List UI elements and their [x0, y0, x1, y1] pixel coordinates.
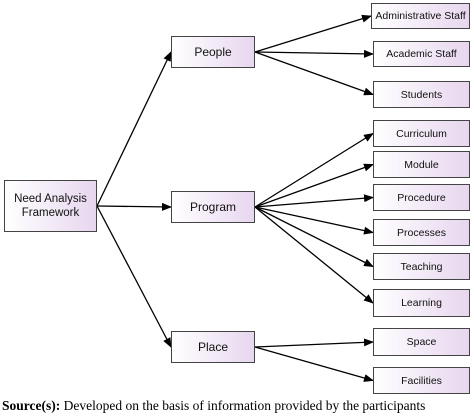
- item-label: Facilities: [401, 374, 442, 387]
- item-label: Administrative Staff: [375, 10, 466, 22]
- arrow-category-to-item: [254, 49, 374, 58]
- arrow-category-to-item: [254, 338, 374, 348]
- arrow-category-to-item: [254, 51, 374, 96]
- item-label: Processes: [396, 226, 447, 239]
- root-node: Need Analysis Framework: [4, 180, 97, 232]
- source-caption: Source(s): Developed on the basis of inf…: [2, 398, 474, 414]
- item-academic-staff: Academic Staff: [373, 41, 470, 67]
- arrow-category-to-item: [254, 163, 374, 208]
- category-place: Place: [171, 331, 255, 363]
- item-label: Learning: [401, 297, 442, 309]
- arrow-category-to-item: [254, 206, 374, 268]
- arrow-root-to-category: [96, 202, 172, 211]
- item-label: Space: [406, 336, 437, 348]
- arrow-category-to-item: [254, 206, 374, 235]
- item-curriculum: Curriculum: [373, 120, 470, 147]
- arrow-category-to-item: [254, 206, 374, 304]
- item-teaching: Teaching: [373, 253, 470, 280]
- item-label: Curriculum: [396, 127, 447, 140]
- category-label: Program: [189, 200, 236, 214]
- arrow-category-to-item: [254, 132, 374, 208]
- item-module: Module: [373, 151, 470, 178]
- item-administrative-staff: Administrative Staff: [371, 3, 470, 29]
- arrow-root-to-category: [96, 205, 172, 348]
- item-students: Students: [373, 81, 470, 108]
- category-label: People: [194, 45, 232, 59]
- root-node-label: Need Analysis Framework: [14, 193, 87, 219]
- item-facilities: Facilities: [373, 367, 470, 394]
- item-label: Teaching: [400, 260, 443, 273]
- caption-prefix: Source(s):: [2, 398, 61, 413]
- item-learning: Learning: [373, 289, 470, 317]
- item-label: Academic Staff: [386, 48, 457, 60]
- item-space: Space: [373, 328, 470, 356]
- category-program: Program: [171, 191, 255, 223]
- item-label: Procedure: [397, 191, 446, 204]
- arrow-category-to-item: [254, 14, 372, 53]
- item-procedure: Procedure: [373, 184, 470, 211]
- arrow-category-to-item: [254, 194, 374, 208]
- category-people: People: [171, 36, 255, 68]
- caption-text: Developed on the basis of information pr…: [60, 398, 426, 413]
- item-label: Students: [400, 88, 443, 101]
- arrow-category-to-item: [254, 346, 374, 382]
- category-label: Place: [197, 340, 229, 354]
- item-label: Module: [404, 158, 439, 171]
- arrow-root-to-category: [96, 51, 172, 207]
- item-processes: Processes: [373, 219, 470, 246]
